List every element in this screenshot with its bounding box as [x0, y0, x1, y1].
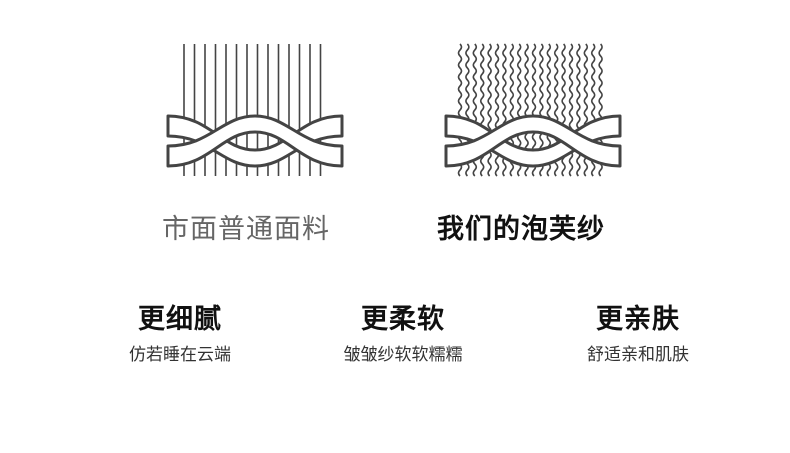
wavy-thread-line	[576, 43, 581, 177]
feature-title: 更柔软	[361, 304, 445, 335]
straight-threads-braid-icon	[166, 44, 344, 176]
regular-fabric-label: 市面普通面料	[162, 214, 330, 245]
puff-yarn-illustration	[438, 40, 628, 180]
feature-title: 更亲肤	[596, 304, 680, 335]
feature-subtitle: 皱皱纱软软糯糯	[343, 345, 463, 365]
wavy-thread-line	[487, 43, 492, 177]
our-fabric-label: 我们的泡芙纱	[437, 214, 605, 245]
feature-subtitle: 仿若睡在云端	[129, 345, 231, 365]
regular-fabric-illustration	[160, 40, 350, 180]
feature-title: 更细腻	[138, 304, 222, 335]
feature-subtitle: 舒适亲和肌肤	[587, 345, 689, 365]
feature-softer: 更柔软 皱皱纱软软糯糯	[273, 300, 533, 368]
wavy-thread-line	[568, 43, 574, 177]
feature-skin-friendly: 更亲肤 舒适亲和肌肤	[508, 300, 768, 368]
feature-finer: 更细腻 仿若睡在云端	[50, 300, 310, 368]
wavy-threads-braid-icon	[444, 43, 622, 177]
wavy-thread-line	[494, 43, 500, 177]
